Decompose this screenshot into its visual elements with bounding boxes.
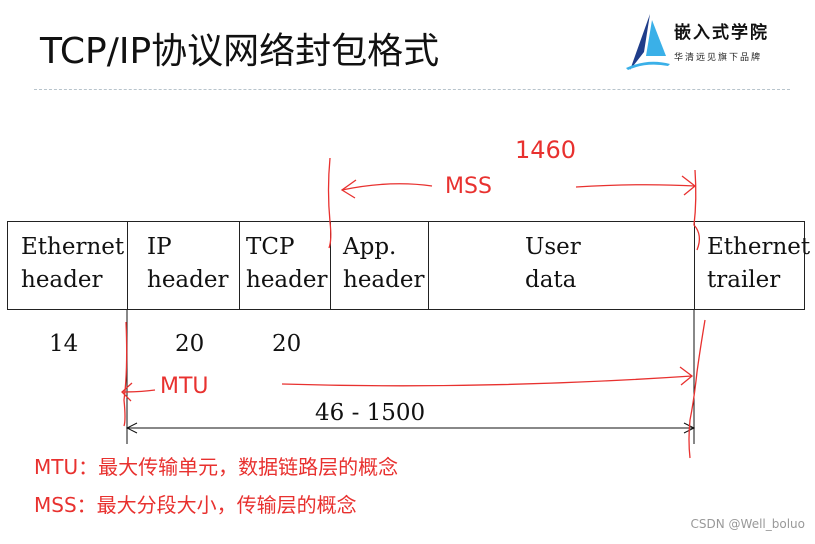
field-ip-header: IP header: [127, 221, 239, 310]
mss-right-boundary: [693, 169, 701, 251]
source-credit: CSDN @Well_boluo: [690, 517, 805, 531]
field-line2: header: [343, 267, 425, 293]
field-line1: TCP: [246, 234, 295, 260]
mtu-label: MTU: [160, 374, 209, 399]
logo-tagline: 华清远见旗下品牌: [674, 53, 763, 63]
field-line2: data: [525, 267, 577, 293]
note-mss: MSS：最大分段大小，传输层的概念: [34, 493, 357, 517]
field-user-data: User data: [428, 221, 694, 310]
size-tcp-header: 20: [272, 331, 302, 357]
mss-label: MSS: [445, 174, 492, 199]
logo-name: 嵌入式学院: [674, 23, 769, 43]
field-ethernet-trailer: Ethernet trailer: [694, 221, 811, 310]
mss-left-boundary: [327, 157, 332, 249]
field-ethernet-header: Ethernet header: [7, 221, 127, 310]
mss-value: 1460: [515, 136, 577, 164]
note-mtu: MTU：最大传输单元，数据链路层的概念: [34, 455, 399, 479]
mtu-right-boundary: [688, 319, 706, 459]
field-line2: header: [21, 267, 103, 293]
mtu-left-arrow-line: [121, 389, 156, 393]
mss-left-arrow-line: [341, 183, 433, 191]
field-line2: header: [147, 267, 229, 293]
mtu-range: 46 - 1500: [315, 400, 426, 426]
field-line1: App.: [343, 234, 397, 260]
size-ethernet-header: 14: [49, 331, 79, 357]
size-ip-header: 20: [175, 331, 205, 357]
page-title: TCP/IP协议网络封包格式: [40, 31, 440, 72]
sail-logo-icon: [626, 14, 670, 70]
mss-right-arrow-line: [575, 184, 696, 188]
field-line2: header: [246, 267, 328, 293]
mtu-left-arrowhead-icon: [121, 382, 133, 402]
field-line1: Ethernet: [707, 234, 811, 260]
field-line1: Ethernet: [21, 234, 125, 260]
field-line1: User: [525, 234, 581, 260]
title-divider: [34, 89, 790, 90]
mtu-right-arrow-line: [281, 375, 693, 387]
field-line2: trailer: [707, 267, 781, 293]
field-line1: IP: [147, 234, 172, 260]
mss-right-arrowhead-icon: [681, 175, 697, 196]
brand-logo: 嵌入式学院 华清远见旗下品牌: [622, 12, 792, 74]
mss-left-arrowhead-icon: [340, 179, 357, 199]
field-tcp-header: TCP header: [239, 221, 330, 310]
mtu-right-arrowhead-icon: [679, 366, 694, 386]
mtu-left-boundary: [123, 321, 128, 427]
field-app-header: App. header: [330, 221, 428, 310]
